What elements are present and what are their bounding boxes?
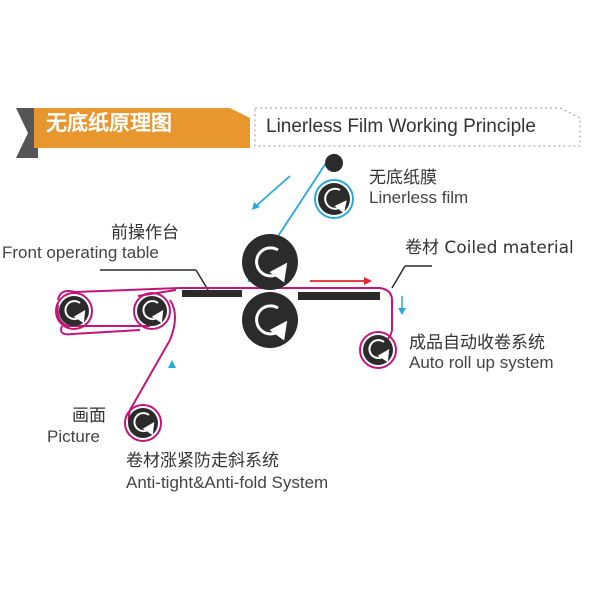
picture-roller <box>124 404 162 442</box>
anti-system-label-en: Anti-tight&Anti-fold System <box>126 473 329 492</box>
title-en: Linerless Film Working Principle <box>266 116 536 137</box>
title-banner <box>16 107 581 158</box>
auto-rollup-roller <box>359 331 397 369</box>
coiled-material-label: 卷材 Coiled material <box>405 238 574 258</box>
auto-roll-label-en: Auto roll up system <box>409 353 554 372</box>
banner-orange-shape <box>34 108 250 148</box>
front-table-label-cn: 前操作台 <box>111 223 179 243</box>
left-roller-2 <box>133 292 171 330</box>
title-cn: 无底纸原理图 <box>46 111 172 135</box>
picture-label-cn: 画面 <box>72 406 106 426</box>
rear-table <box>298 292 380 300</box>
coiled-leader-diag <box>391 265 406 289</box>
left-roller-1 <box>55 292 93 330</box>
top-press-roller <box>242 234 298 290</box>
film-small-roller <box>325 154 343 172</box>
material-path <box>56 287 393 433</box>
blue-down-arrow <box>398 296 406 315</box>
red-direction-arrow <box>310 277 372 285</box>
anti-system-label-cn: 卷材涨紧防走斜系统 <box>126 451 279 471</box>
banner-dashed-box <box>254 107 581 147</box>
linerless-film-label-cn: 无底纸膜 <box>369 168 437 188</box>
front-table-label-en: Front operating table <box>2 243 159 262</box>
auto-roll-label-cn: 成品自动收卷系统 <box>409 333 545 353</box>
blue-film-arrow <box>252 175 291 210</box>
picture-label-en: Picture <box>47 427 100 446</box>
film-roller <box>314 179 354 219</box>
front-operating-table <box>182 290 242 297</box>
blue-up-arrow <box>168 360 176 368</box>
banner-dark-shape <box>16 108 38 158</box>
front-table-leader-diag <box>195 269 209 291</box>
material-path-lower <box>60 325 141 336</box>
linerless-film-label-en: Linerless film <box>369 188 469 207</box>
bottom-press-roller <box>242 292 298 348</box>
